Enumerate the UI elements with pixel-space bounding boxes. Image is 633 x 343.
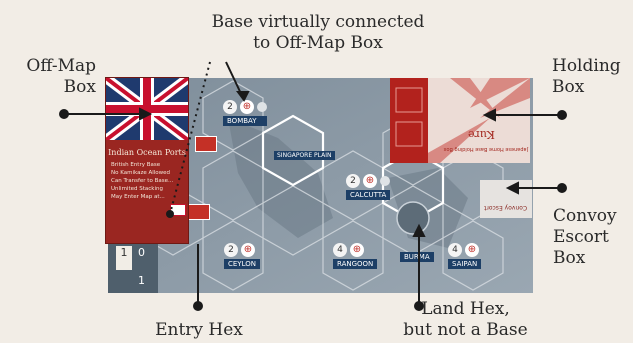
callout-convoy: Convoy Escort Box <box>553 206 633 269</box>
land-hex-burma[interactable]: BURMA <box>400 252 434 262</box>
holding-name: Kure <box>468 128 495 141</box>
base-value-icon <box>257 102 267 112</box>
offmap-title: Indian Ocean Ports <box>108 148 186 157</box>
base-ceylon[interactable]: 2 ⊕ CEYLON <box>224 243 260 269</box>
base-target-icon: ⊕ <box>363 174 377 188</box>
track-panel: 0 1 1 <box>108 238 158 293</box>
entry-flag-icon <box>195 136 217 152</box>
offmap-note: Can Transfer to Base... <box>111 178 174 184</box>
callout-convoy-line3: Box <box>553 248 586 268</box>
holding-caption: Japanese Home Base Holding Box <box>443 146 528 152</box>
base-number: 4 <box>333 243 347 257</box>
hex-name-label: SINGAPORE PLAIN <box>274 151 335 160</box>
callout-convoy-line2: Escort <box>553 227 609 247</box>
base-value-icon <box>380 176 390 186</box>
offmap-box[interactable]: Indian Ocean Ports British Entry Base No… <box>102 74 192 244</box>
convoy-escort-box[interactable]: Convoy Escort <box>480 180 532 218</box>
base-number: 2 <box>223 100 237 114</box>
base-number: 4 <box>448 243 462 257</box>
base-target-icon: ⊕ <box>240 100 254 114</box>
convoy-caption: Convoy Escort <box>484 204 528 211</box>
callout-base-virtual-line2: to Off-Map Box <box>253 33 383 53</box>
callout-land-hex-line2: but not a Base <box>403 320 528 340</box>
callout-land-hex-line1: Land Hex, <box>421 299 510 319</box>
callout-land-hex: Land Hex, but not a Base <box>398 299 533 341</box>
land-hex-marker <box>396 201 430 235</box>
callout-offmap-line2: Box <box>63 77 96 97</box>
callout-base-virtual: Base virtually connected to Off-Map Box <box>196 12 440 54</box>
offmap-note: No Kamikaze Allowed <box>111 170 171 176</box>
hex-name-label: RANGOON <box>333 259 378 269</box>
hex-name-label: BOMBAY <box>223 116 267 126</box>
base-saipan[interactable]: 4 ⊕ SAIPAN <box>448 243 482 269</box>
callout-offmap: Off-Map Box <box>6 56 96 98</box>
hex-label-plain: SINGAPORE PLAIN <box>274 151 335 160</box>
callout-holding-line2: Box <box>552 77 585 97</box>
base-target-icon: ⊕ <box>465 243 479 257</box>
callout-entry-hex: Entry Hex <box>155 320 243 340</box>
callout-base-virtual-line1: Base virtually connected <box>211 12 425 32</box>
track-cell-left: 1 <box>116 246 132 270</box>
callout-offmap-line1: Off-Map <box>26 56 96 76</box>
base-target-icon: ⊕ <box>241 243 255 257</box>
callout-holding-line1: Holding <box>552 56 621 76</box>
offmap-flag-icon <box>170 204 186 216</box>
base-rangoon[interactable]: 4 ⊕ RANGOON <box>333 243 378 269</box>
callout-holding: Holding Box <box>552 56 632 98</box>
rising-sun-icon <box>390 78 530 163</box>
offmap-note: Unlimited Stacking <box>111 186 163 192</box>
hex-name-label: CALCUTTA <box>346 190 391 200</box>
base-bombay[interactable]: 2 ⊕ BOMBAY <box>223 100 267 126</box>
base-number: 2 <box>346 174 360 188</box>
hex-name-label: SAIPAN <box>448 259 482 269</box>
hex-name-label: BURMA <box>400 252 434 262</box>
base-calcutta[interactable]: 2 ⊕ CALCUTTA <box>346 174 391 200</box>
hex-name-label: CEYLON <box>224 259 260 269</box>
union-jack-flag <box>102 74 192 144</box>
callout-convoy-line1: Convoy <box>553 206 617 226</box>
holding-box[interactable]: Kure Japanese Home Base Holding Box <box>390 78 530 163</box>
track-cell-top: 0 <box>138 246 145 259</box>
entry-flag-icon <box>188 204 210 220</box>
offmap-note: British Entry Base <box>111 162 161 168</box>
offmap-notes: British Entry Base No Kamikaze Allowed C… <box>106 157 188 205</box>
base-target-icon: ⊕ <box>350 243 364 257</box>
track-cell-bottom: 1 <box>138 274 145 287</box>
offmap-note: May Enter Map at... <box>111 194 165 200</box>
base-number: 2 <box>224 243 238 257</box>
